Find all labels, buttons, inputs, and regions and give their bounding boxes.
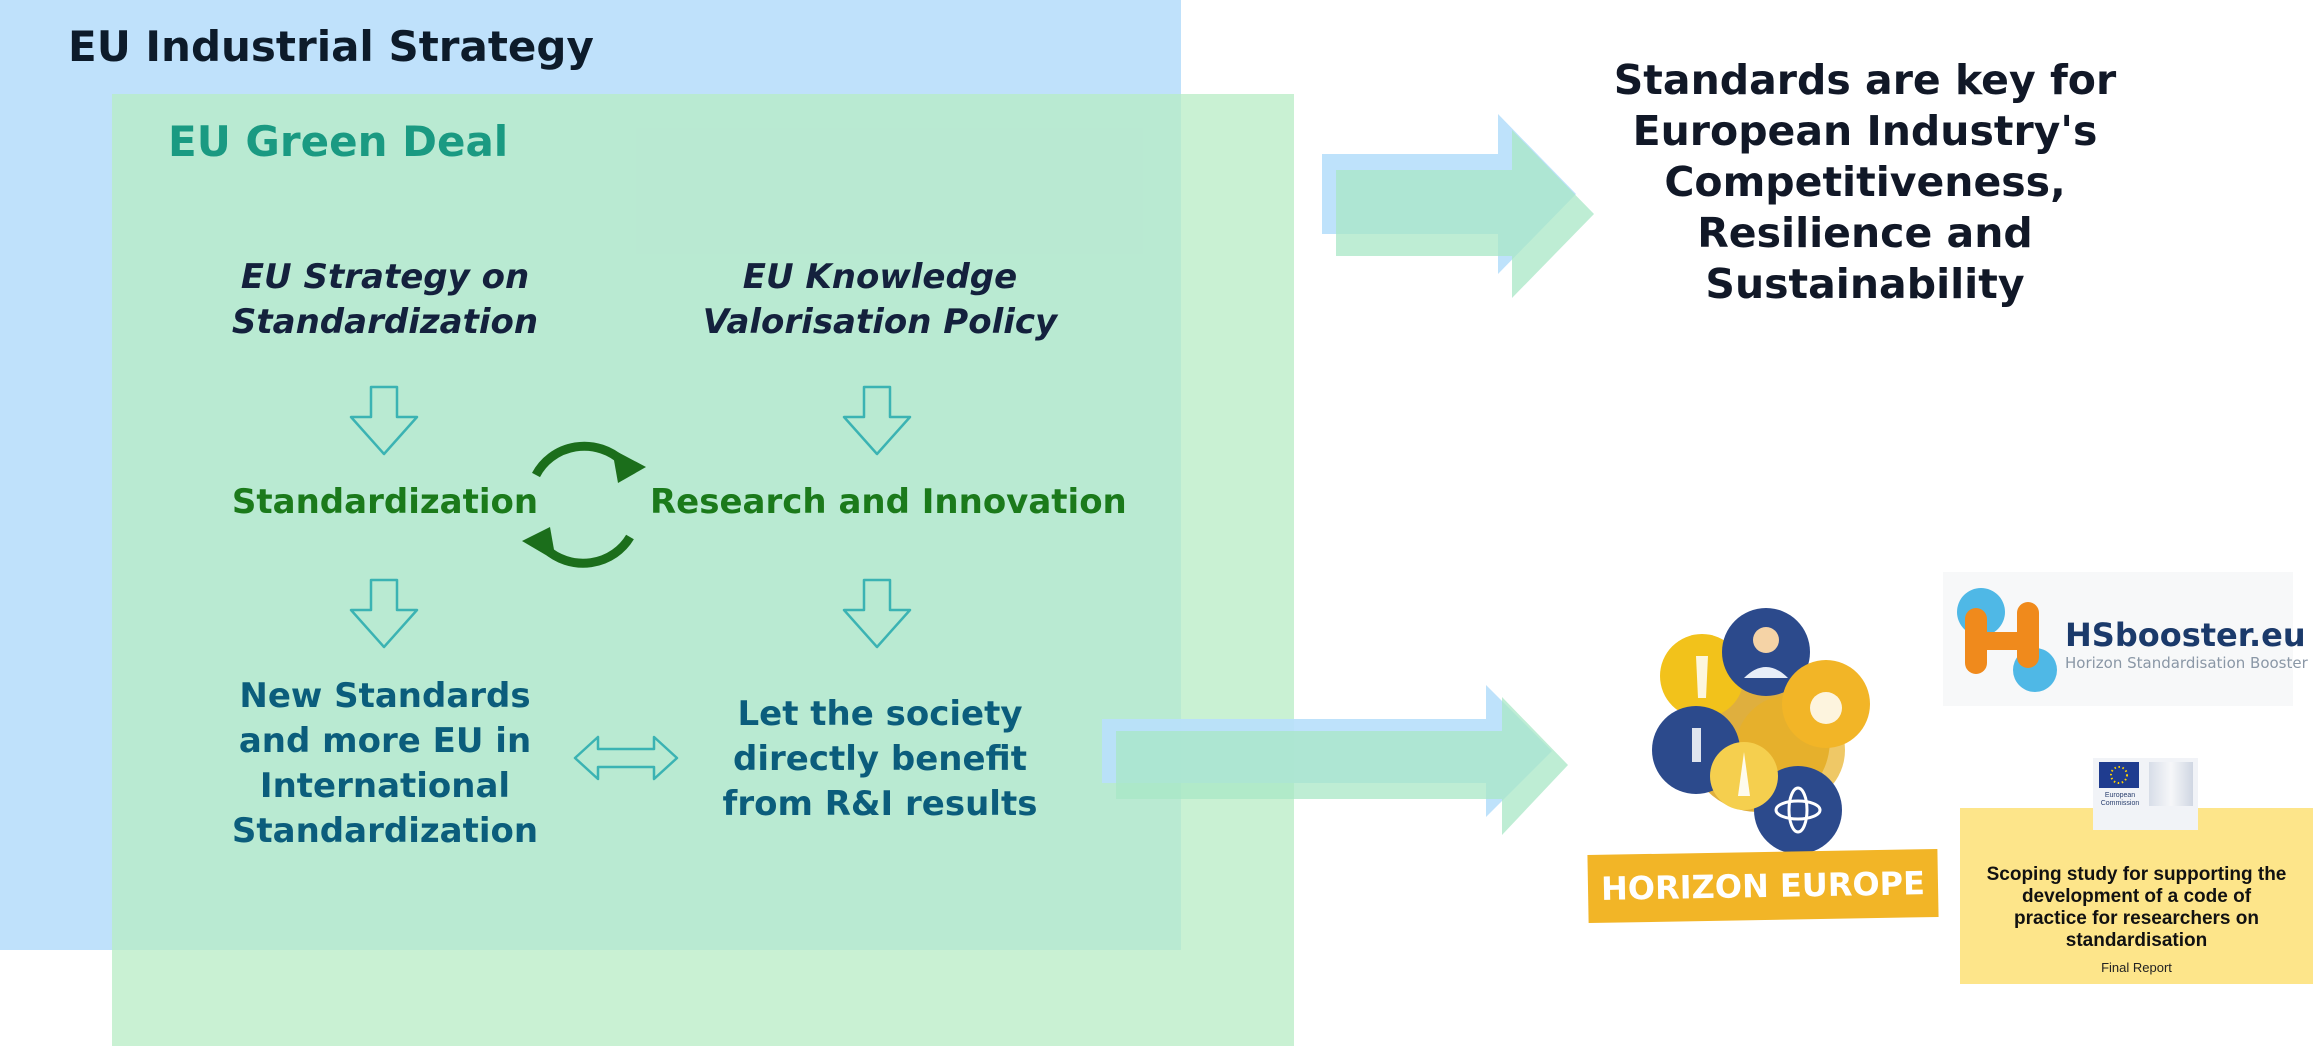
big-right-arrow-icon xyxy=(1102,685,1568,835)
hsbooster-tagline: Horizon Standardisation Booster xyxy=(2065,654,2308,672)
message-line: European Industry's xyxy=(1632,107,2098,155)
report-cover: Scoping study for supporting the develop… xyxy=(1960,808,2313,984)
label-line: Let the society xyxy=(737,694,1023,734)
ec-building-icon xyxy=(2149,762,2193,806)
strategy-standardization-heading: EU Strategy on Standardization xyxy=(190,255,580,345)
report-title-line: standardisation xyxy=(2065,930,2208,951)
new-standards-label: New Standards and more EU in Internation… xyxy=(195,674,575,854)
horizon-europe-logo xyxy=(1652,608,1870,854)
label-line: from R&I results xyxy=(722,784,1038,824)
cycle-arrows-icon xyxy=(522,441,646,568)
knowledge-valorisation-heading: EU Knowledge Valorisation Policy xyxy=(670,255,1090,345)
ec-name-line: Commission xyxy=(2100,800,2140,807)
down-arrow-icon xyxy=(842,578,912,649)
ec-name-line: European xyxy=(2104,792,2136,799)
message-line: Standards are key for xyxy=(1613,56,2117,104)
down-arrow-icon xyxy=(842,385,912,456)
european-commission-logo: European Commission xyxy=(2093,758,2198,830)
label-line: International xyxy=(259,766,511,806)
message-line: Competitiveness, xyxy=(1664,158,2066,206)
hsbooster-name: HSbooster.eu xyxy=(2065,616,2306,654)
ec-name: European Commission xyxy=(2097,792,2143,808)
message-line: Sustainability xyxy=(1705,260,2025,308)
research-innovation-label: Research and Innovation xyxy=(650,482,1127,522)
label-line: and more EU in xyxy=(238,721,532,761)
big-right-arrow-icon xyxy=(1322,114,1594,298)
label-line: Standardization xyxy=(231,811,539,851)
standardization-label: Standardization xyxy=(231,482,539,522)
report-title-line: practice for researchers on xyxy=(2013,908,2259,929)
heading-line: EU Strategy on xyxy=(240,257,530,297)
green-deal-title: EU Green Deal xyxy=(168,117,509,166)
heading-line: Standardization xyxy=(231,302,539,342)
eu-flag-icon xyxy=(2099,762,2139,788)
horizon-europe-text: HORIZON EUROPE xyxy=(1600,864,1926,908)
label-line: directly benefit xyxy=(733,739,1027,779)
eu-green-deal-frame xyxy=(112,94,1294,1046)
down-arrow-icon xyxy=(349,578,419,649)
key-message: Standards are key for European Industry'… xyxy=(1600,55,2130,310)
report-title-line: development of a code of xyxy=(2021,886,2252,907)
message-line: Resilience and xyxy=(1697,209,2033,257)
horizon-europe-banner: HORIZON EUROPE xyxy=(1587,848,1939,924)
heading-line: EU Knowledge xyxy=(742,257,1018,297)
hsbooster-mark-icon xyxy=(1957,588,2057,692)
heading-line: Valorisation Policy xyxy=(702,302,1058,342)
report-subtitle: Final Report xyxy=(2101,960,2172,975)
society-benefit-label: Let the society directly benefit from R&… xyxy=(690,692,1070,827)
double-arrow-icon xyxy=(573,735,679,781)
label-line: New Standards xyxy=(239,676,531,716)
down-arrow-icon xyxy=(349,385,419,456)
report-title-line: Scoping study for supporting the xyxy=(1986,864,2287,885)
hsbooster-logo: HSbooster.eu Horizon Standardisation Boo… xyxy=(1943,572,2308,706)
industrial-strategy-title: EU Industrial Strategy xyxy=(68,22,594,71)
report-title: Scoping study for supporting the develop… xyxy=(1960,864,2313,952)
